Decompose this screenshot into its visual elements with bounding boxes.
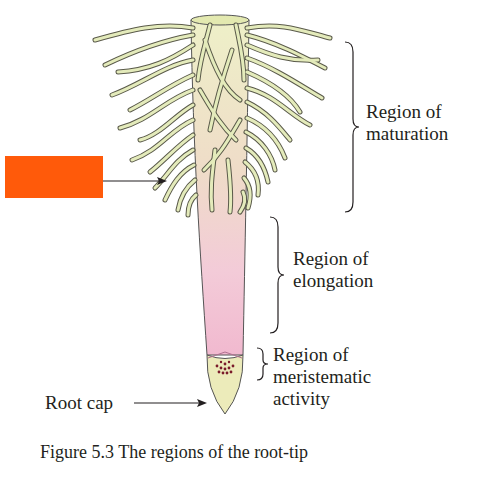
meristem-brace <box>257 348 268 380</box>
redacted-label-box <box>5 156 103 198</box>
root-hair-pointer-head <box>157 177 167 185</box>
root-cap-pointer-head <box>197 399 207 407</box>
region-label: Region of maturation <box>366 101 484 145</box>
root-hairs-outline <box>95 25 330 215</box>
meristem-cells <box>216 361 235 375</box>
root-hair-pointer <box>103 180 160 181</box>
root-top <box>191 15 249 25</box>
maturation-brace <box>345 42 359 212</box>
meristem-outline <box>208 352 242 358</box>
region-label: Region of meristematic activity <box>273 344 395 410</box>
root-cap-shape <box>207 355 243 414</box>
elongation-brace <box>270 217 284 333</box>
part-label: Root cap <box>45 392 133 414</box>
region-label: Region of elongation <box>293 248 403 292</box>
root-cap-pointer <box>134 402 199 403</box>
root-hairs <box>95 25 330 215</box>
figure-caption: Figure 5.3 The regions of the root-tip <box>40 441 308 463</box>
